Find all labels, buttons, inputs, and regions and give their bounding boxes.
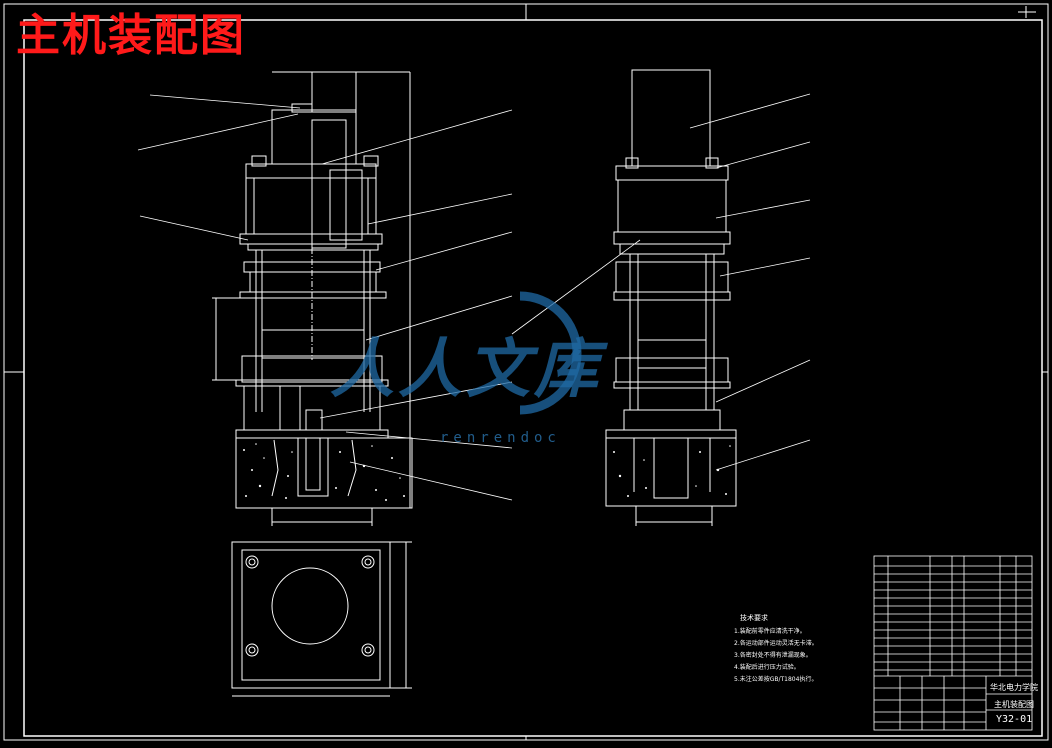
concrete-hatch <box>243 443 405 501</box>
notes-heading: 技术要求 <box>740 614 768 622</box>
note-item: 2.各运动部件运动灵活无卡滞。 <box>734 640 818 647</box>
title-block <box>873 555 1033 731</box>
drawing-title: 主机装配图 <box>16 10 246 61</box>
watermark-url: renrendoc <box>440 430 561 446</box>
inner-border <box>23 19 1043 737</box>
watermark-text: 人人文库 <box>330 332 602 407</box>
front-foundation <box>235 437 413 509</box>
title-block-school: 华北电力学院 <box>990 683 1038 692</box>
note-item: 5.未注公差按GB/T1804执行。 <box>734 676 818 683</box>
front-view <box>137 71 513 526</box>
plan-view <box>231 541 412 697</box>
watermark-logo <box>519 291 582 415</box>
note-item: 4.装配后进行压力试验。 <box>734 664 800 671</box>
title-block-drawing-code: Y32-01 <box>996 714 1033 725</box>
side-leaders <box>511 93 811 471</box>
side-view <box>511 69 811 526</box>
note-item: 1.装配前零件应清洗干净。 <box>734 628 806 635</box>
front-leaders <box>137 94 513 501</box>
technical-requirements: 技术要求 1.装配前零件应清洗干净。 2.各运动部件运动灵活无卡滞。 3.各密封… <box>734 612 818 686</box>
side-foundation <box>605 437 737 507</box>
centering-marks <box>4 4 1048 740</box>
note-item: 3.各密封处不得有泄漏现象。 <box>734 652 812 659</box>
title-block-drawing-name: 主机装配图 <box>994 700 1034 709</box>
